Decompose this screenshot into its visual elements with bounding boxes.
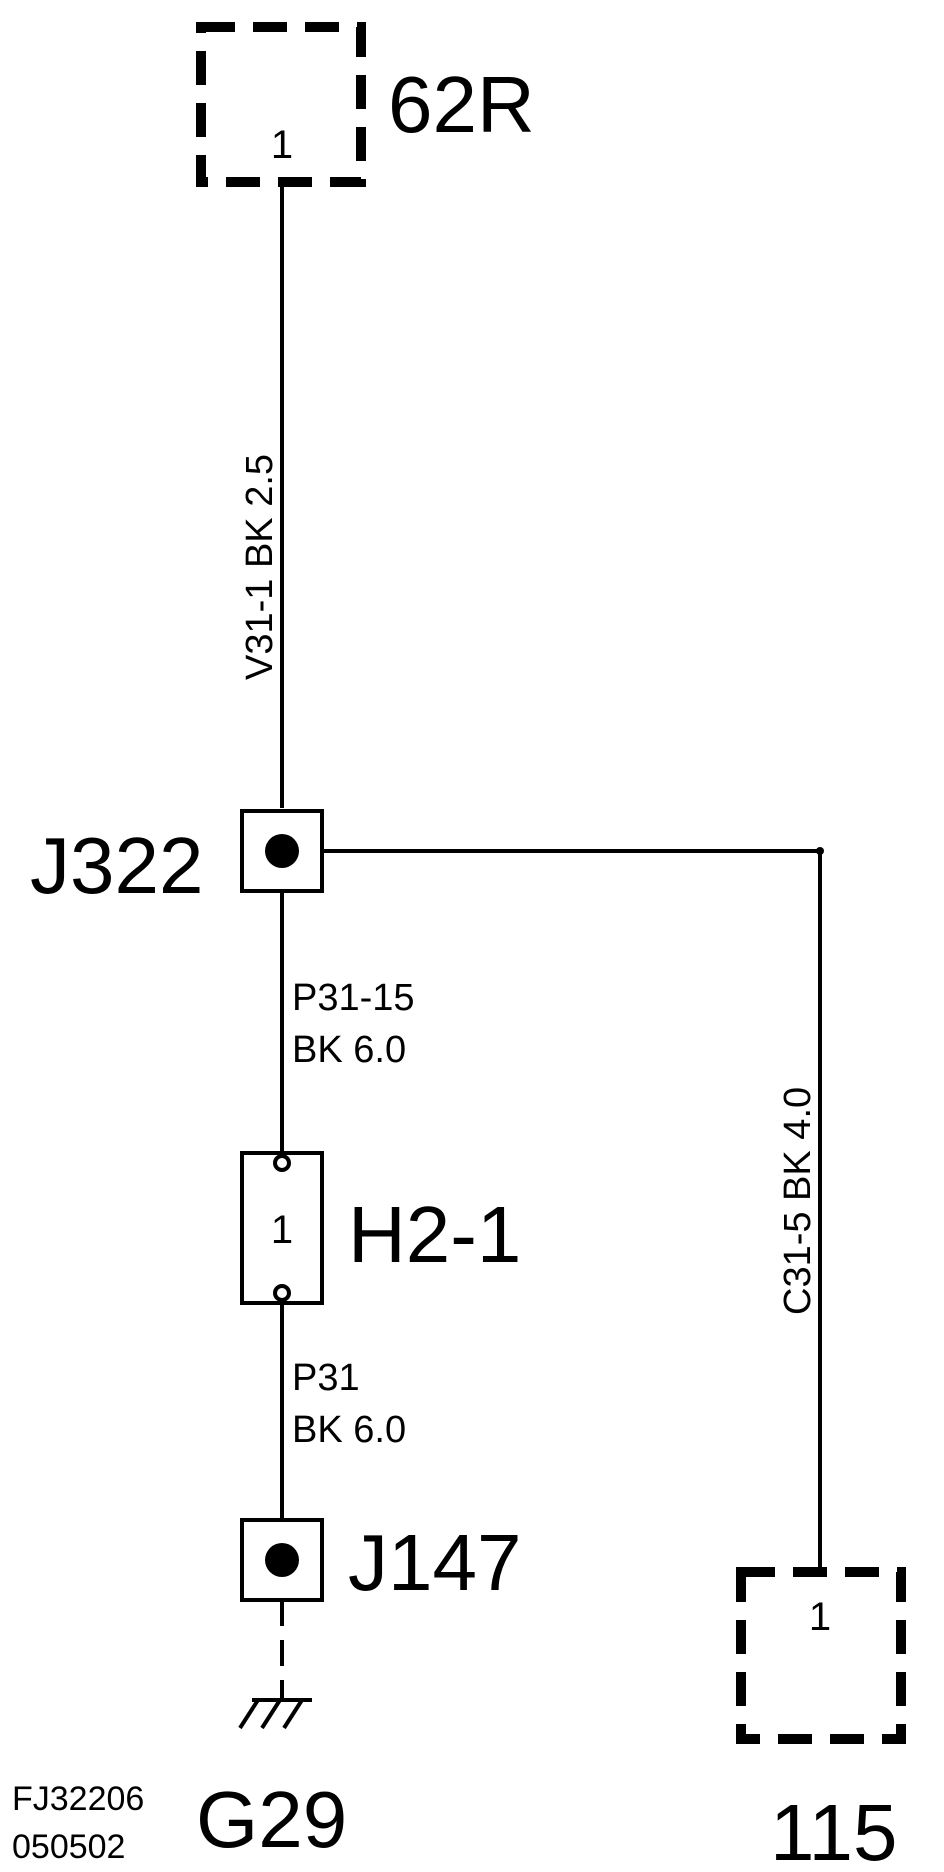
wire-p31-label-2: BK 6.0 [292, 1409, 406, 1451]
connector-62r[interactable]: 1 [196, 22, 366, 187]
figure-code-line-2: 050502 [12, 1828, 125, 1866]
connector-h2-1-label: H2-1 [348, 1190, 521, 1279]
connector-h2-1-pin: 1 [271, 1208, 293, 1252]
connector-62r-pin: 1 [271, 123, 293, 167]
connector-h2-1[interactable]: 1 [240, 1151, 324, 1305]
wire-p31-15-label-2: BK 6.0 [292, 1029, 406, 1071]
connector-115-pin: 1 [809, 1595, 831, 1639]
connector-115[interactable]: 1 [736, 1567, 906, 1744]
splice-j322[interactable] [240, 809, 324, 893]
wire-v31-1-label: V31-1 BK 2.5 [239, 454, 281, 680]
splice-j322-label: J322 [30, 821, 203, 910]
ground-icon [238, 1698, 312, 1730]
ground-label: G29 [196, 1775, 347, 1864]
wire-p31-label-1: P31 [292, 1357, 360, 1399]
wire-p31-15-label-1: P31-15 [292, 977, 415, 1019]
connector-62r-label: 62R [388, 60, 535, 149]
splice-j147[interactable] [240, 1518, 324, 1602]
connector-115-label: 115 [770, 1788, 898, 1872]
splice-j147-label: J147 [348, 1518, 521, 1607]
wire-c31-5-label: C31-5 BK 4.0 [777, 1087, 819, 1315]
figure-code-line-1: FJ32206 [12, 1780, 144, 1818]
